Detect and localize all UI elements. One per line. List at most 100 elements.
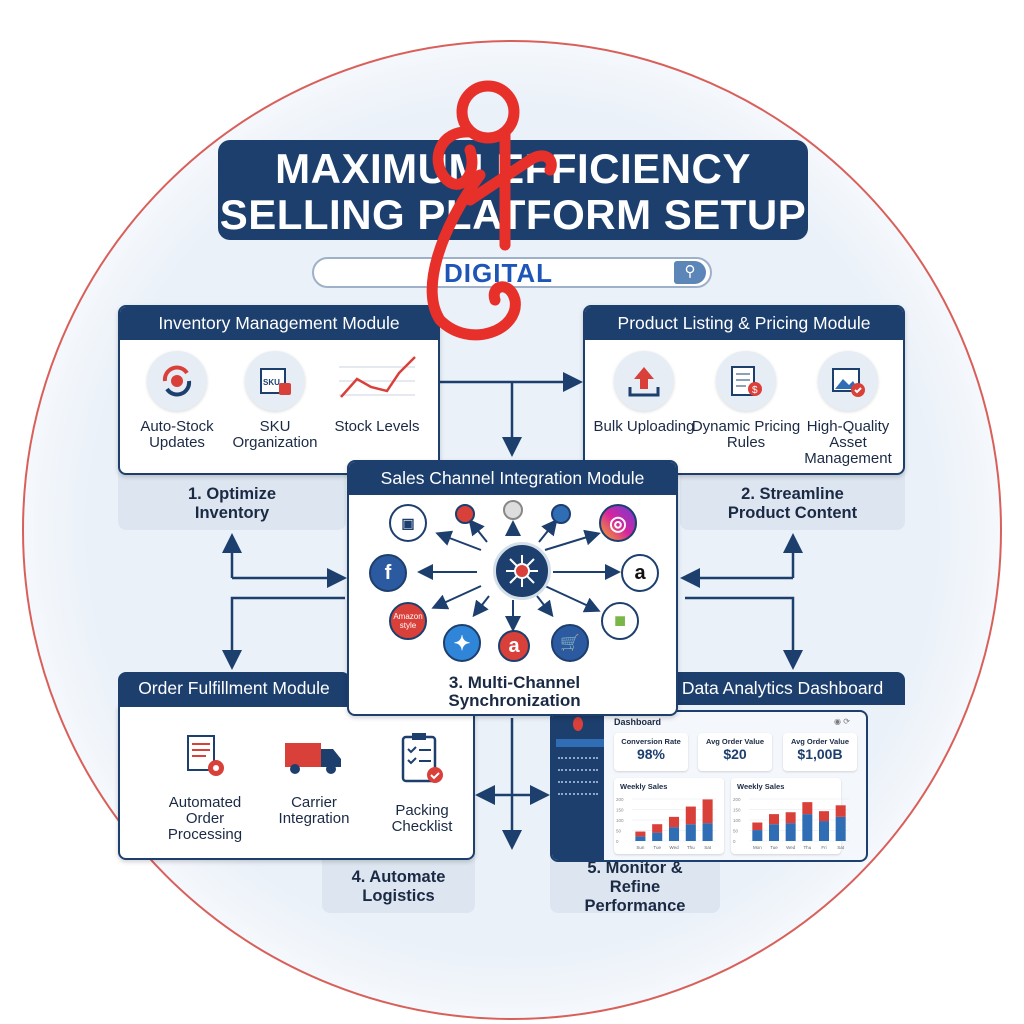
line-chart-icon [337, 351, 417, 411]
x-tick-label: Sat [704, 845, 712, 850]
analytics-header: Data Analytics Dashboard [660, 672, 905, 705]
bar-segment [802, 802, 813, 815]
twitter-icon[interactable]: ✦ [443, 624, 481, 662]
kpi-card: Avg Order Value$1,00B [783, 733, 857, 771]
step-3-label: 3. Multi-Channel Synchronization [349, 674, 680, 710]
channel-arrows [417, 518, 621, 632]
bar-segment [752, 822, 763, 831]
dashboard-logo [573, 717, 583, 731]
step-4-label: 4. Automate Logistics [322, 855, 475, 913]
search-input[interactable]: DIGITAL [444, 258, 554, 288]
y-tick-label: 150 [616, 808, 624, 813]
chart-title: Weekly Sales [620, 782, 668, 791]
search-bar[interactable]: DIGITAL ⚲ [312, 257, 712, 288]
inventory-module: Inventory Management Module Auto-Stock U… [118, 305, 440, 475]
search-icon[interactable]: ⚲ [674, 261, 706, 284]
facebook-glyph: f [384, 561, 392, 584]
page-title: MAXIMUM EFFICIENCY SELLING PLATFORM SETU… [218, 140, 808, 240]
amazon-icon[interactable]: a [621, 554, 659, 592]
x-tick-label: Mon [753, 845, 762, 850]
bar-segment [802, 814, 813, 841]
bar-segment [835, 816, 846, 841]
title-line-2: SELLING PLATFORM SETUP [219, 191, 807, 238]
bar-segment [819, 821, 829, 841]
kpi-label: Conversion Rate [621, 737, 681, 746]
settings-icon[interactable]: ◉ ⟳ [834, 717, 850, 726]
bar-segment [668, 827, 680, 841]
item-label: Carrier Integration [278, 794, 350, 827]
amazon-red-icon[interactable]: a [498, 630, 530, 662]
bar-segment [785, 812, 796, 824]
y-tick-label: 50 [733, 829, 739, 834]
step-5-text: 5. Monitor & Refine Performance [584, 858, 686, 915]
x-tick-label: Wed [786, 845, 796, 850]
packing-checklist-item: Packing Checklist [367, 727, 477, 835]
y-tick-label: 150 [733, 808, 741, 813]
y-tick-label: 100 [616, 818, 624, 823]
bar-segment [652, 824, 663, 833]
small-blue-icon[interactable] [551, 504, 571, 524]
x-tick-label: Fri [821, 845, 826, 850]
clipboard-check-icon [392, 727, 452, 795]
bar-segment [668, 816, 680, 828]
y-tick-label: 50 [616, 829, 622, 834]
bar-segment [752, 830, 763, 841]
price-checklist-icon: $ [716, 351, 776, 411]
step-4-text: 4. Automate Logistics [351, 868, 446, 905]
sidebar-item[interactable] [558, 793, 598, 795]
sidebar-item-active[interactable] [556, 739, 604, 747]
amazon-style-icon[interactable]: Amazon style [389, 602, 427, 640]
svg-text:$: $ [752, 385, 758, 396]
sidebar-item[interactable] [558, 781, 598, 783]
dashboard-sidebar [552, 712, 604, 860]
step-2-label: 2. Streamline Product Content [680, 470, 905, 530]
kpi-value: $20 [723, 746, 747, 762]
order-processing-item: Automated Order Processing [150, 727, 260, 843]
sidebar-item[interactable] [558, 757, 598, 759]
truck-icon [279, 727, 349, 787]
y-tick-label: 200 [733, 797, 741, 802]
x-tick-label: Tue [770, 845, 778, 850]
item-label: High-Quality Asset Management [804, 418, 892, 467]
step-5-label: 5. Monitor & Refine Performance [550, 855, 720, 915]
bar-segment [652, 832, 663, 841]
listing-module-header: Product Listing & Pricing Module [585, 307, 903, 340]
fulfillment-module: Automated Order Processing Carrier Integ… [118, 705, 475, 860]
bar-segment [685, 824, 696, 841]
sku-box-icon: SKU [245, 351, 305, 411]
kpi-value: $1,00B [797, 746, 843, 762]
sku-text: SKU [263, 378, 280, 387]
document-gear-icon [175, 727, 235, 787]
image-check-icon [818, 351, 878, 411]
bar-segment [785, 823, 796, 841]
item-label: Automated Order Processing [167, 794, 243, 843]
x-tick-label: Wed [669, 845, 679, 850]
small-gray-icon[interactable] [503, 500, 523, 520]
bar-segment [685, 806, 696, 825]
upload-icon [614, 351, 674, 411]
item-label: Stock Levels [334, 418, 420, 435]
step-2-text: 2. Streamline Product Content [727, 485, 858, 522]
cart-icon[interactable]: 🛒 [551, 624, 589, 662]
x-tick-label: Sat [837, 845, 845, 850]
sidebar-item[interactable] [558, 769, 598, 771]
hub-network-icon [493, 542, 551, 600]
step-3-text: 3. Multi-Channel Synchronization [448, 673, 581, 710]
bar-segment [769, 814, 779, 825]
step-1-text: 1. Optimize Inventory [187, 485, 277, 522]
carrier-integration-item: Carrier Integration [259, 727, 369, 827]
bulk-upload-item: Bulk Uploading [589, 351, 699, 435]
kpi-card: Avg Order Value$20 [698, 733, 772, 771]
small-red-icon[interactable] [455, 504, 475, 524]
shopify-icon[interactable]: ■ [601, 602, 639, 640]
x-tick-label: Tue [653, 845, 661, 850]
web-store-icon[interactable]: ▣ [389, 504, 427, 542]
facebook-icon[interactable]: f [369, 554, 407, 592]
instagram-icon[interactable]: ◎ [599, 504, 637, 542]
bar-segment [819, 811, 829, 822]
fulfillment-module-header: Order Fulfillment Module [118, 672, 350, 705]
sku-item: SKU SKU Organization [220, 351, 330, 451]
item-label: Bulk Uploading [593, 418, 695, 435]
bar-segment [702, 823, 713, 841]
